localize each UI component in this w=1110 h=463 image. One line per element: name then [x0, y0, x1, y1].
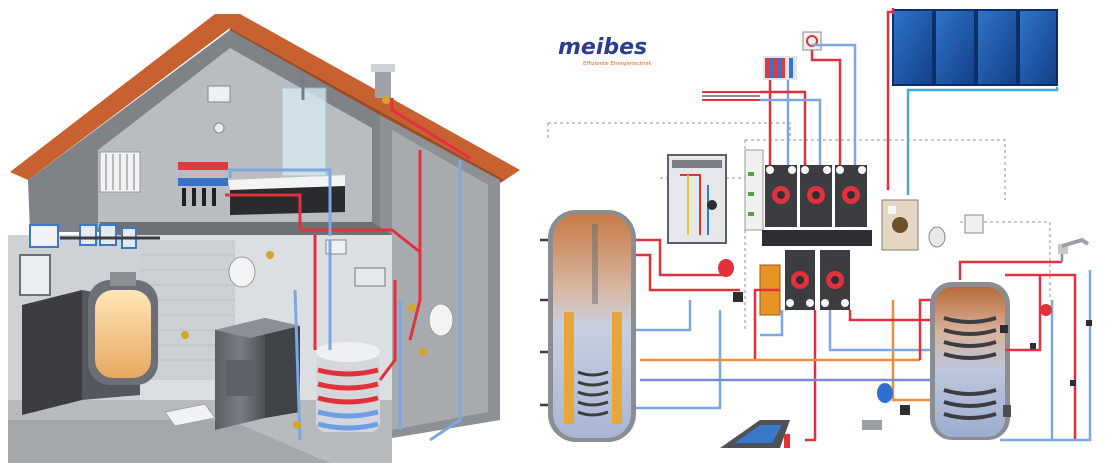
thermostat-icon: [207, 85, 231, 103]
boiler-icon: [215, 318, 300, 430]
solar-station-icon: [881, 199, 919, 251]
brand-logo: meibes Effiziente Energietechnik: [558, 35, 652, 67]
brand-name: meibes: [558, 35, 647, 60]
tap-icon: [1058, 237, 1090, 254]
heat-source-icon: [667, 154, 727, 244]
circulation-pump-icon: [1040, 304, 1052, 316]
bathtub-icon: [228, 175, 345, 215]
pellet-storage: [22, 290, 82, 415]
expansion-vessel-icon: [228, 256, 256, 288]
shower-cabin: [281, 87, 327, 177]
expansion-vessel-icon: [718, 259, 734, 277]
underfloor-heating-icon: [702, 91, 760, 101]
radiator-icon: [99, 151, 141, 193]
brand-tagline: Effiziente Energietechnik: [583, 61, 652, 67]
controller-box: [964, 214, 984, 234]
coil-cylinder-icon: [316, 342, 380, 432]
solar-collector-icon: [892, 9, 1058, 86]
radiator-icon: [763, 56, 797, 80]
dhw-tank-icon: [930, 282, 1011, 440]
controller-box: [29, 224, 59, 248]
house-cutaway-illustration: [8, 14, 520, 463]
expansion-vessel-icon: [928, 226, 946, 248]
roof: [10, 14, 520, 180]
glowing-tank-icon: [88, 272, 158, 385]
pump-group-icon: [744, 149, 872, 310]
mixer-valve-icon: [802, 31, 822, 51]
heat-exchanger-icon: [720, 420, 790, 448]
window: [19, 254, 51, 296]
manifold-icon: [178, 162, 228, 206]
expansion-vessel-icon: [877, 383, 893, 403]
buffer-tank-icon: [548, 210, 636, 442]
